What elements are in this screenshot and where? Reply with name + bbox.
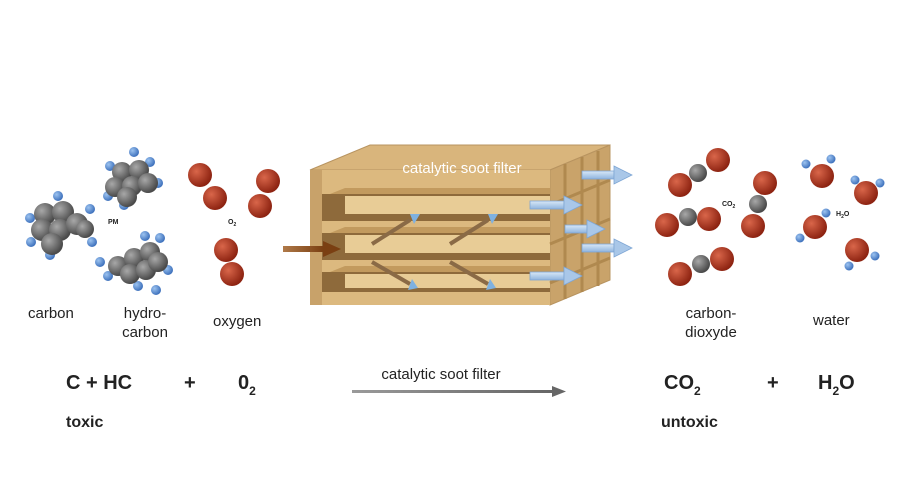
equation-o2-sub: 2 [249,384,256,398]
label-water: water [813,312,850,329]
o2-tag-base: O [228,219,234,226]
label-co2-line1: carbon- [685,305,737,322]
h2o-tag-sub: 2 [841,214,844,220]
filter-title: catalytic soot filter [402,160,522,177]
equation-o2: 02 [238,372,256,398]
equation-h2o-h: H [818,372,833,394]
co2-tag-base: CO [722,201,733,208]
label-hydrocarbon-line2: carbon [122,324,168,341]
exhaust-inlet-arrow [283,241,341,257]
equation-o2-base: 0 [238,372,250,394]
h2o-tag-end: O [843,211,850,218]
untoxic-note: untoxic [661,414,718,431]
toxic-note: toxic [66,414,104,431]
label-carbon: carbon [28,305,74,322]
equation-h2o-o: O [839,372,855,394]
o2-tag-sub: 2 [233,222,237,228]
oxygen-molecules [188,163,280,286]
co2-tag-sub: 2 [732,204,736,210]
clean-gas-outlet-arrows [529,165,633,286]
h2o-tag-base: H [836,211,842,218]
label-carbon-dioxyde: carbon- dioxyde [666,304,756,342]
equation-lhs: C + HC [66,372,133,394]
carbon-molecule [25,191,97,260]
h2o-tag: H2O [836,211,850,220]
equation-plus-1: + [184,372,196,394]
o2-tag: O2 [228,219,237,228]
equation-co2-sub: 2 [694,384,701,398]
catalytic-soot-filter [309,144,611,306]
pm-tag: PM [108,219,119,226]
reaction-arrow [352,386,566,397]
co2-molecules [655,148,777,286]
equation-plus-2: + [767,372,779,394]
hydrocarbon-molecule-bottom [95,231,173,295]
equation-co2: CO2 [664,372,701,398]
equation-co2-base: CO [664,372,694,394]
label-oxygen: oxygen [213,313,262,330]
h2o-molecules [795,154,885,271]
equation-arrow-label: catalytic soot filter [381,366,501,383]
label-hydrocarbon-line1: hydro- [123,305,167,322]
label-hydrocarbon: hydro- carbon [104,304,186,342]
equation-h2o-sub: 2 [832,384,840,398]
hydrocarbon-molecule-top [103,147,163,210]
equation-h2o: H2O [818,372,855,398]
co2-tag: CO2 [722,201,736,210]
label-co2-line2: dioxyde [685,324,737,341]
